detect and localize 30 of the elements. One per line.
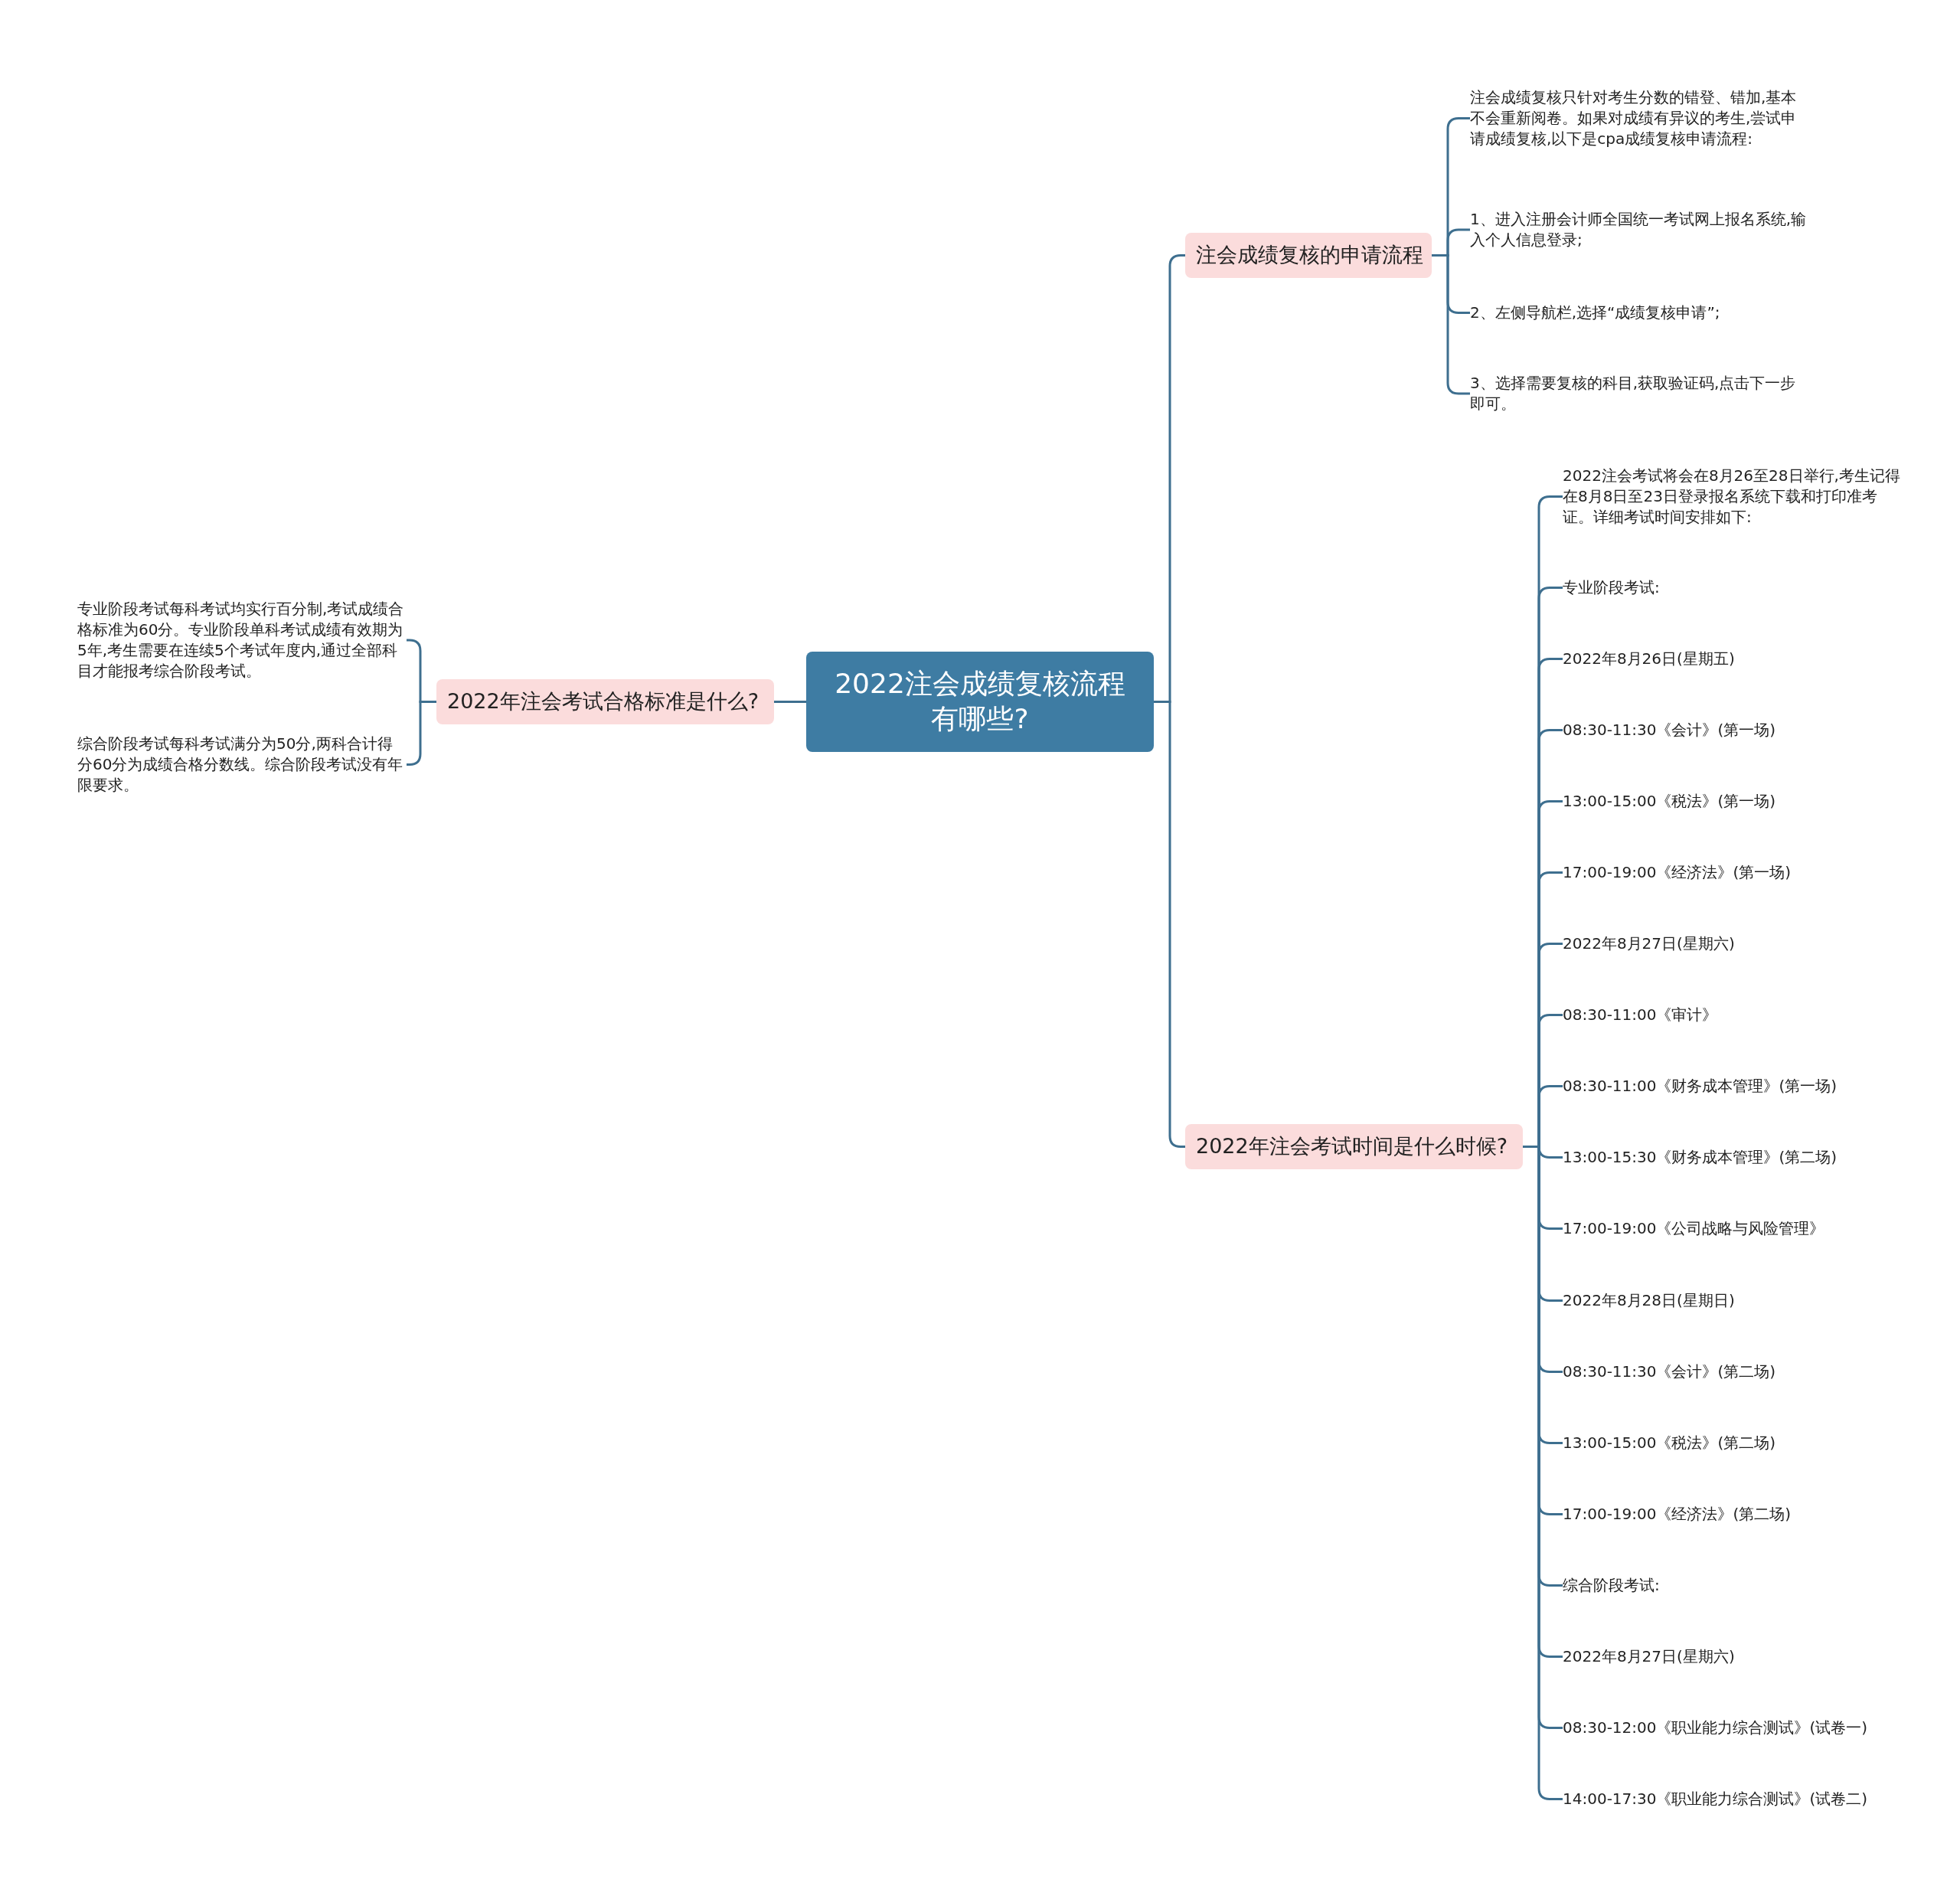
- note-text: 14:00-17:30《职业能力综合测试》(试卷二): [1563, 1789, 1868, 1810]
- note-text: 2022年8月26日(星期五): [1563, 648, 1735, 669]
- note-text: 17:00-19:00《公司战略与风险管理》: [1563, 1218, 1825, 1240]
- note-text: 08:30-12:00《职业能力综合测试》(试卷一): [1563, 1718, 1868, 1739]
- topic-box: 2022年注会考试时间是什么时候?: [1185, 1123, 1523, 1169]
- note-text: 08:30-11:30《会计》(第二场): [1563, 1361, 1776, 1382]
- note-text: 3、选择需要复核的科目,获取验证码,点击下一步即可。: [1470, 373, 1807, 414]
- note-text: 专业阶段考试:: [1563, 577, 1660, 598]
- note-text: 13:00-15:00《税法》(第二场): [1563, 1432, 1776, 1453]
- note-text: 13:00-15:30《财务成本管理》(第二场): [1563, 1147, 1838, 1169]
- note-text: 专业阶段考试每科考试均实行百分制,考试成绩合格标准为60分。专业阶段单科考试成绩有效期为5年,考生需要在连续5个考试年度内,通过全部科目才能报考综合阶段考试。: [77, 599, 407, 682]
- connector-line: [774, 701, 806, 703]
- note-text: 17:00-19:00《经济法》(第二场): [1563, 1503, 1792, 1525]
- note-text: 2022年8月27日(星期六): [1563, 933, 1735, 954]
- note-text: 2、左侧导航栏,选择“成绩复核申请”;: [1470, 302, 1720, 323]
- note-text: 2022注会考试将会在8月26至28日举行,考生记得在8月8日至23日登录报名系统下载和打印准考证。详细考试时间安排如下:: [1563, 465, 1903, 528]
- topic-box: 2022年注会考试合格标准是什么?: [436, 678, 774, 724]
- topic-box: 注会成绩复核的申请流程: [1185, 232, 1432, 278]
- note-text: 综合阶段考试:: [1563, 1574, 1660, 1596]
- note-text: 2022年8月27日(星期六): [1563, 1646, 1735, 1667]
- central-topic-box: 2022注会成绩复核流程有哪些?: [806, 651, 1154, 752]
- note-text: 2022年8月28日(星期日): [1563, 1289, 1735, 1311]
- note-text: 综合阶段考试每科考试满分为50分,两科合计得分60分为成绩合格分数线。综合阶段考试没有年限要求。: [77, 733, 407, 796]
- note-text: 08:30-11:00《审计》: [1563, 1005, 1718, 1026]
- note-text: 17:00-19:00《经济法》(第一场): [1563, 861, 1792, 883]
- note-text: 1、进入注册会计师全国统一考试网上报名系统,输入个人信息登录;: [1470, 209, 1807, 250]
- note-text: 08:30-11:30《会计》(第一场): [1563, 719, 1776, 740]
- note-text: 注会成绩复核只针对考生分数的错登、错加,基本不会重新阅卷。如果对成绩有异议的考生,尝试申请成绩复核,以下是cpa成绩复核申请流程:: [1470, 87, 1807, 149]
- note-text: 13:00-15:00《税法》(第一场): [1563, 790, 1776, 812]
- note-text: 08:30-11:00《财务成本管理》(第一场): [1563, 1076, 1838, 1097]
